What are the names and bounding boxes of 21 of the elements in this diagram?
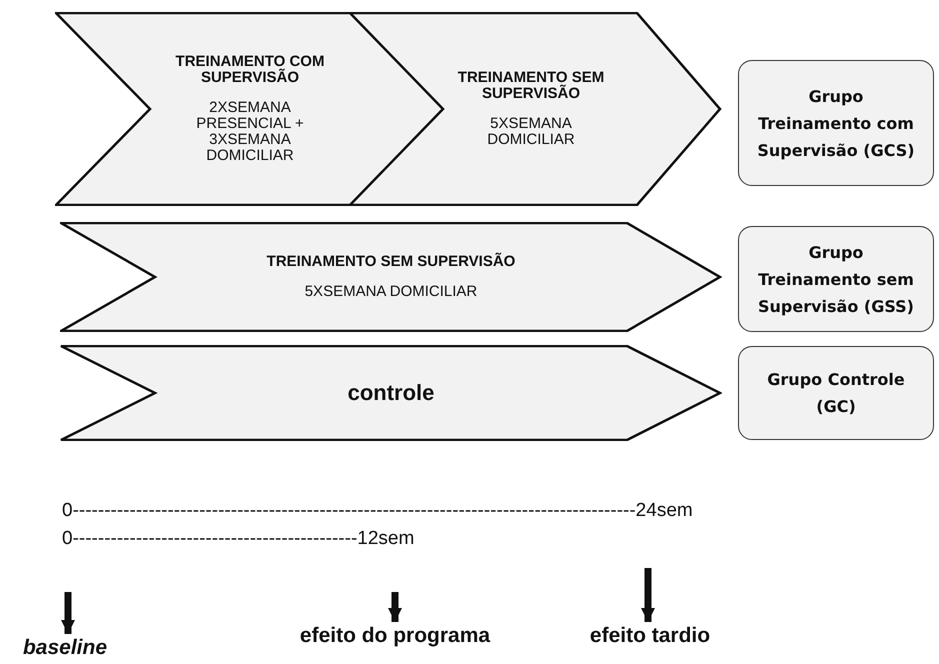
- chevron-text: 2XSEMANA PRESENCIAL + 3XSEMANA DOMICILIAR: [195, 100, 305, 164]
- group-box: [738, 346, 934, 440]
- caption-text: baseline: [5, 636, 125, 662]
- chevron-text: 5XSEMANA DOMICILIAR: [304, 284, 478, 300]
- chevron-heading: TREINAMENTO SEM SUPERVISÃO: [456, 70, 606, 102]
- caption-text: efeito do programa: [290, 624, 500, 650]
- chevron-heading: TREINAMENTO COM SUPERVISÃO: [175, 54, 325, 86]
- arrow: [61, 592, 75, 634]
- group-label: Grupo Treinamento sem Supervisão (GSS): [757, 242, 915, 318]
- arrow: [641, 568, 655, 622]
- timeline-label: 0-----------------------------------------------------------------------------------------24sem: [62, 500, 693, 522]
- chevron-text: 5XSEMANA DOMICILIAR: [486, 116, 576, 148]
- group-label: Grupo Treinamento com Supervisão (GCS): [757, 86, 915, 162]
- caption-text: efeito tardio: [570, 624, 730, 650]
- arrow: [388, 592, 402, 622]
- group-box: [738, 226, 934, 332]
- chevron-heading: TREINAMENTO SEM SUPERVISÃO: [266, 254, 516, 270]
- group-label: Grupo Controle (GC): [766, 369, 906, 418]
- group-box: [738, 60, 934, 186]
- timeline-label: 0---------------------------------------------12sem: [62, 528, 414, 550]
- chevron-heading: controle: [348, 380, 434, 406]
